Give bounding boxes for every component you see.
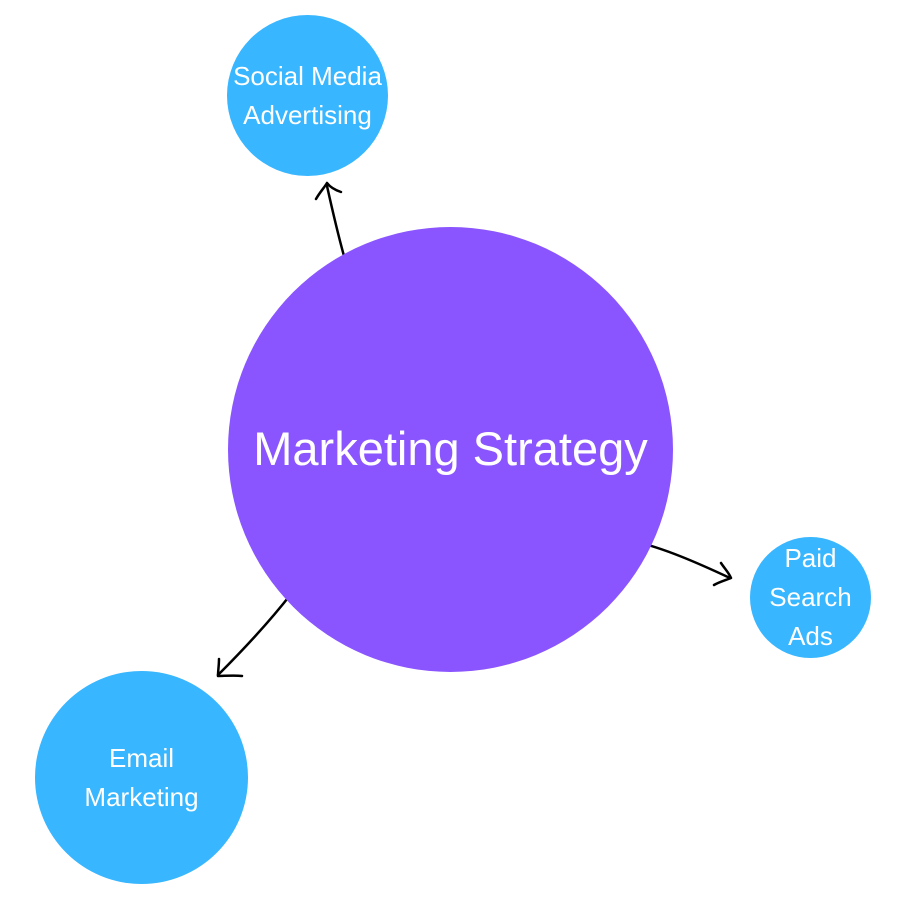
arrow-icon — [216, 657, 244, 678]
branch-node-label: Email Marketing — [84, 742, 199, 812]
center-node-marketing-strategy: Marketing Strategy — [228, 227, 673, 672]
branch-node-label: Social Media Advertising — [233, 60, 382, 130]
center-node-label: Marketing Strategy — [253, 422, 648, 476]
branch-node-paid-search-ads: Paid Search Ads — [750, 537, 871, 658]
branch-node-label: Paid Search Ads — [769, 543, 852, 651]
connector-email-marketing — [216, 592, 293, 678]
connector-line — [216, 592, 293, 677]
arrow-icon — [314, 181, 343, 201]
branch-node-email-marketing: Email Marketing — [35, 671, 248, 884]
arrow-icon — [712, 561, 733, 587]
branch-node-social-media-advertising: Social Media Advertising — [227, 15, 388, 176]
